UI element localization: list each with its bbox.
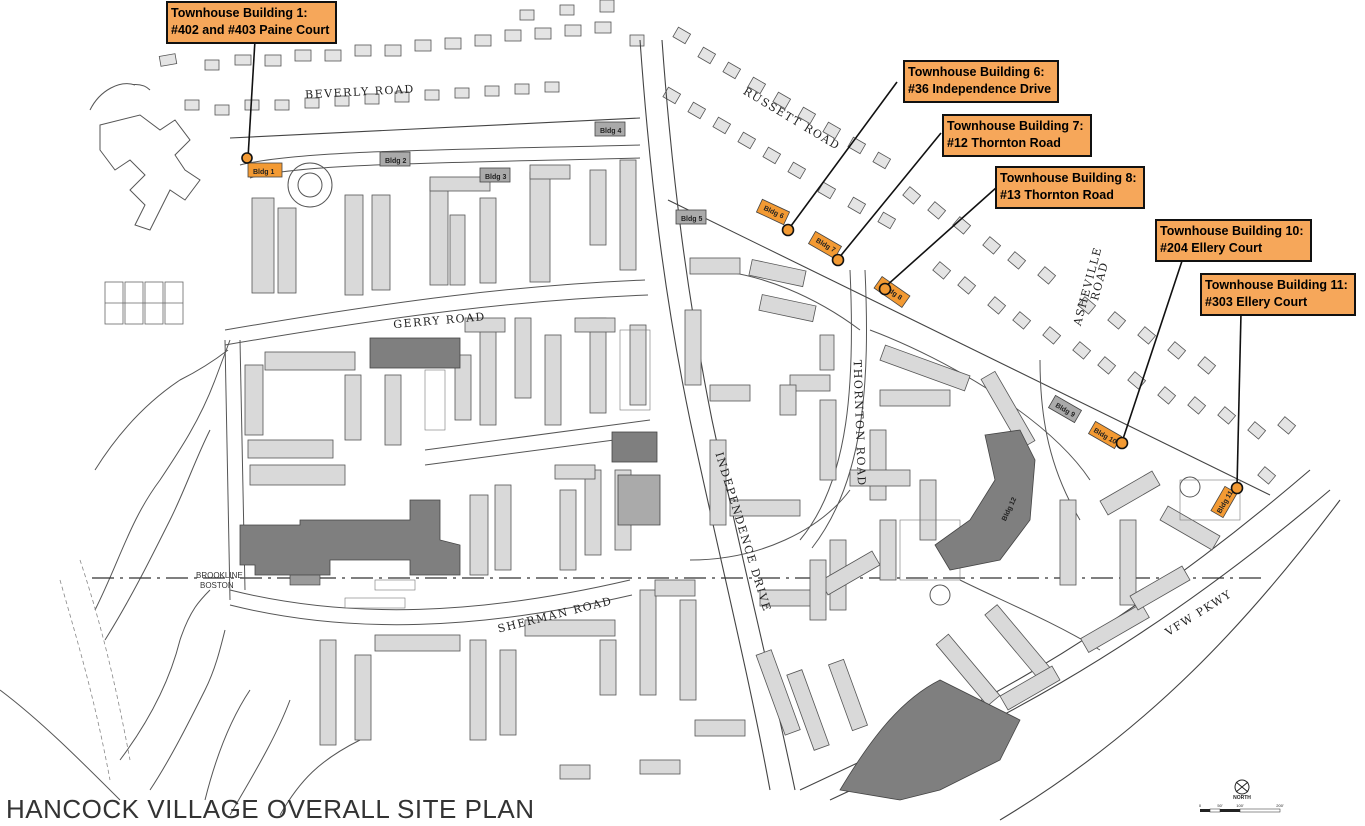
bldg-5-label: Bldg 5 [681, 216, 702, 223]
marker-bldg-11 [1230, 481, 1244, 495]
callout-bldg-11-title: Townhouse Building 11: [1205, 278, 1348, 292]
callout-bldg-6: Townhouse Building 6: #36 Independence D… [903, 60, 1060, 103]
new-buildings [239, 337, 1036, 801]
callout-bldg-6-address: #36 Independence Drive [908, 82, 1052, 96]
callout-bldg-1: Townhouse Building 1: #402 and #403 Pain… [166, 1, 338, 44]
marker-bldg-8 [878, 282, 892, 296]
scale-tick-0: 0 [1199, 803, 1202, 808]
callout-bldg-8-address: #13 Thornton Road [1000, 188, 1114, 202]
callout-bldg-1-address: #402 and #403 Paine Court [171, 23, 330, 37]
marker-bldg-7 [831, 253, 845, 267]
scale-tick-3: 200' [1276, 803, 1284, 808]
thornton-road-label: THORNTON ROAD [851, 360, 868, 487]
callout-bldg-7-title: Townhouse Building 7: [947, 119, 1084, 133]
callout-bldg-1-title: Townhouse Building 1: [171, 6, 308, 20]
bldg-4-label: Bldg 4 [600, 128, 621, 135]
callout-markers [241, 152, 1244, 495]
callout-bldg-7-address: #12 Thornton Road [947, 136, 1061, 150]
tennis-courts [104, 281, 184, 325]
existing-buildings [244, 159, 1221, 780]
bldg-1-label: Bldg 1 [253, 169, 274, 176]
callout-bldg-7: Townhouse Building 7: #12 Thornton Road [942, 114, 1092, 157]
terrain-contours [0, 339, 361, 816]
beverly-road-label: BEVERLY ROAD [305, 83, 415, 102]
callout-leaders [247, 39, 1242, 488]
north-label: NORTH [1233, 795, 1251, 801]
terrain-dashes [59, 559, 131, 781]
callout-bldg-8: Townhouse Building 8: #13 Thornton Road [995, 166, 1145, 209]
marker-bldg-6 [781, 223, 795, 237]
callout-bldg-6-title: Townhouse Building 6: [908, 65, 1045, 79]
boston-label: BOSTON [200, 581, 234, 590]
callout-bldg-11: Townhouse Building 11: #303 Ellery Court [1200, 273, 1356, 316]
bldg-2-label: Bldg 2 [385, 158, 406, 165]
russett-houses [662, 26, 1297, 485]
brookline-label: BROOKLINE [196, 571, 243, 580]
marker-bldg-1 [241, 152, 253, 164]
callout-bldg-8-title: Townhouse Building 8: [1000, 171, 1137, 185]
scale-tick-2: 100' [1236, 803, 1244, 808]
parking-areas [344, 329, 1241, 609]
north-arrow-icon [1234, 779, 1250, 795]
marker-bldg-10 [1115, 436, 1129, 450]
scale-tick-1: 50' [1217, 803, 1222, 808]
bldg-3-label: Bldg 3 [485, 174, 506, 181]
callout-bldg-10: Townhouse Building 10: #204 Ellery Court [1155, 219, 1312, 262]
callout-bldg-10-address: #204 Ellery Court [1160, 241, 1263, 255]
complex-top-left [89, 83, 201, 231]
beverly-houses [158, 0, 645, 116]
callout-bldg-11-address: #303 Ellery Court [1205, 295, 1308, 309]
site-plan-title: HANCOCK VILLAGE OVERALL SITE PLAN [6, 794, 535, 824]
north-arrow-scale: NORTH 0 50' 100' 200' [1199, 779, 1284, 813]
callout-bldg-10-title: Townhouse Building 10: [1160, 224, 1304, 238]
